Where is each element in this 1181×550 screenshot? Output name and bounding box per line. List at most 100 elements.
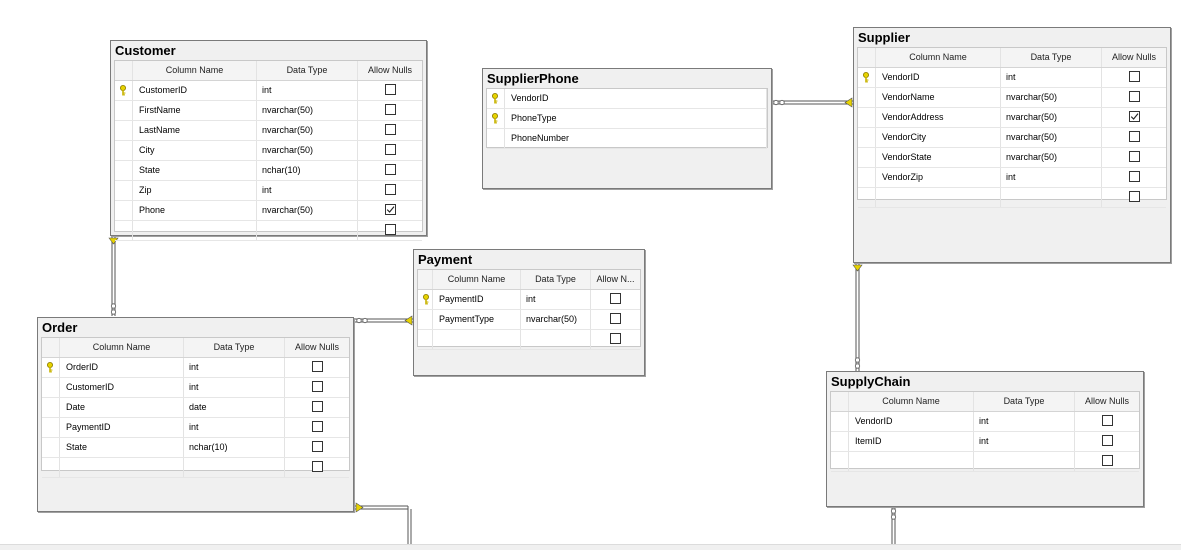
column-name-cell[interactable]: VendorName	[876, 88, 1001, 107]
column-name-cell[interactable]: CustomerID	[60, 378, 184, 397]
column-name-cell[interactable]: State	[60, 438, 184, 457]
allow-nulls-checkbox[interactable]	[385, 84, 396, 95]
column-name-cell[interactable]	[133, 221, 257, 240]
relationship-order-payment[interactable]	[354, 315, 413, 326]
data-type-cell[interactable]	[521, 330, 591, 349]
allow-nulls-checkbox[interactable]	[312, 361, 323, 372]
row-selector[interactable]	[487, 129, 505, 148]
allow-nulls-checkbox[interactable]	[610, 293, 621, 304]
data-type-cell[interactable]: int	[257, 181, 358, 200]
allow-nulls-checkbox[interactable]	[1129, 111, 1140, 122]
allow-nulls-checkbox[interactable]	[385, 144, 396, 155]
data-type-cell[interactable]: nchar(10)	[184, 438, 285, 457]
table-order[interactable]: Order Column Name Data Type Allow Nulls …	[37, 317, 354, 512]
allow-nulls-checkbox[interactable]	[312, 441, 323, 452]
data-type-cell[interactable]: date	[184, 398, 285, 417]
allow-nulls-checkbox[interactable]	[312, 381, 323, 392]
row-selector[interactable]	[418, 310, 433, 329]
column-name-cell[interactable]	[876, 188, 1001, 207]
column-name-cell[interactable]: PaymentID	[433, 290, 521, 309]
row-selector[interactable]	[487, 89, 505, 108]
data-type-cell[interactable]: int	[257, 81, 358, 100]
row-selector[interactable]	[42, 418, 60, 437]
data-type-cell[interactable]: nchar(10)	[257, 161, 358, 180]
row-selector[interactable]	[831, 412, 849, 431]
data-type-cell[interactable]: nvarchar(50)	[1001, 128, 1102, 147]
row-selector[interactable]	[42, 438, 60, 457]
allow-nulls-checkbox[interactable]	[385, 204, 396, 215]
column-name-cell[interactable]: VendorZip	[876, 168, 1001, 187]
table-title[interactable]: Supplier	[854, 28, 1170, 46]
column-row[interactable]: PhoneNumber	[487, 129, 767, 149]
allow-nulls-checkbox[interactable]	[385, 104, 396, 115]
row-selector[interactable]	[858, 108, 876, 127]
row-selector[interactable]	[858, 168, 876, 187]
column-name-cell[interactable]: FirstName	[133, 101, 257, 120]
column-name-cell[interactable]	[849, 452, 974, 471]
data-type-cell[interactable]: int	[974, 432, 1075, 451]
data-type-cell[interactable]: nvarchar(50)	[1001, 88, 1102, 107]
data-type-cell[interactable]: int	[184, 358, 285, 377]
row-selector[interactable]	[42, 398, 60, 417]
data-type-cell[interactable]: nvarchar(50)	[257, 101, 358, 120]
row-selector[interactable]	[858, 148, 876, 167]
column-name-cell[interactable]: Zip	[133, 181, 257, 200]
column-name-cell[interactable]: OrderID	[60, 358, 184, 377]
column-name-cell[interactable]: VendorState	[876, 148, 1001, 167]
row-selector[interactable]	[858, 68, 876, 87]
data-type-cell[interactable]: nvarchar(50)	[257, 141, 358, 160]
allow-nulls-checkbox[interactable]	[1102, 415, 1113, 426]
allow-nulls-checkbox[interactable]	[610, 333, 621, 344]
table-title[interactable]: SupplierPhone	[483, 69, 771, 87]
row-selector[interactable]	[831, 432, 849, 451]
column-name-cell[interactable]: VendorID	[849, 412, 974, 431]
row-selector[interactable]	[858, 88, 876, 107]
new-column-row[interactable]	[42, 458, 349, 478]
table-payment[interactable]: Payment Column Name Data Type Allow N...…	[413, 249, 645, 376]
column-name-cell[interactable]: Date	[60, 398, 184, 417]
column-name-cell[interactable]: VendorCity	[876, 128, 1001, 147]
row-selector[interactable]	[42, 378, 60, 397]
allow-nulls-checkbox[interactable]	[1102, 435, 1113, 446]
row-selector[interactable]	[418, 290, 433, 309]
data-type-cell[interactable]	[257, 221, 358, 240]
column-name-cell[interactable]: ItemID	[849, 432, 974, 451]
allow-nulls-checkbox[interactable]	[385, 124, 396, 135]
data-type-cell[interactable]: nvarchar(50)	[1001, 108, 1102, 127]
row-selector[interactable]	[115, 141, 133, 160]
data-type-cell[interactable]: nvarchar(50)	[521, 310, 591, 329]
data-type-cell[interactable]: int	[184, 418, 285, 437]
column-name-cell[interactable]: LastName	[133, 121, 257, 140]
data-type-cell[interactable]: int	[1001, 168, 1102, 187]
allow-nulls-checkbox[interactable]	[385, 224, 396, 235]
row-selector[interactable]	[115, 81, 133, 100]
row-selector[interactable]	[115, 121, 133, 140]
column-name-cell[interactable]: PhoneNumber	[505, 129, 767, 148]
row-selector[interactable]	[418, 330, 433, 349]
table-title[interactable]: Customer	[111, 41, 426, 59]
horizontal-scrollbar[interactable]	[0, 544, 1181, 550]
column-name-cell[interactable]: PaymentType	[433, 310, 521, 329]
new-column-row[interactable]	[831, 452, 1139, 472]
new-column-row[interactable]	[115, 221, 422, 241]
table-customer[interactable]: Customer Column Name Data Type Allow Nul…	[110, 40, 427, 241]
allow-nulls-checkbox[interactable]	[610, 313, 621, 324]
relationship-supplierphone-supplier[interactable]	[772, 97, 853, 108]
column-row[interactable]: PhoneType	[487, 109, 767, 129]
data-type-cell[interactable]: nvarchar(50)	[1001, 148, 1102, 167]
